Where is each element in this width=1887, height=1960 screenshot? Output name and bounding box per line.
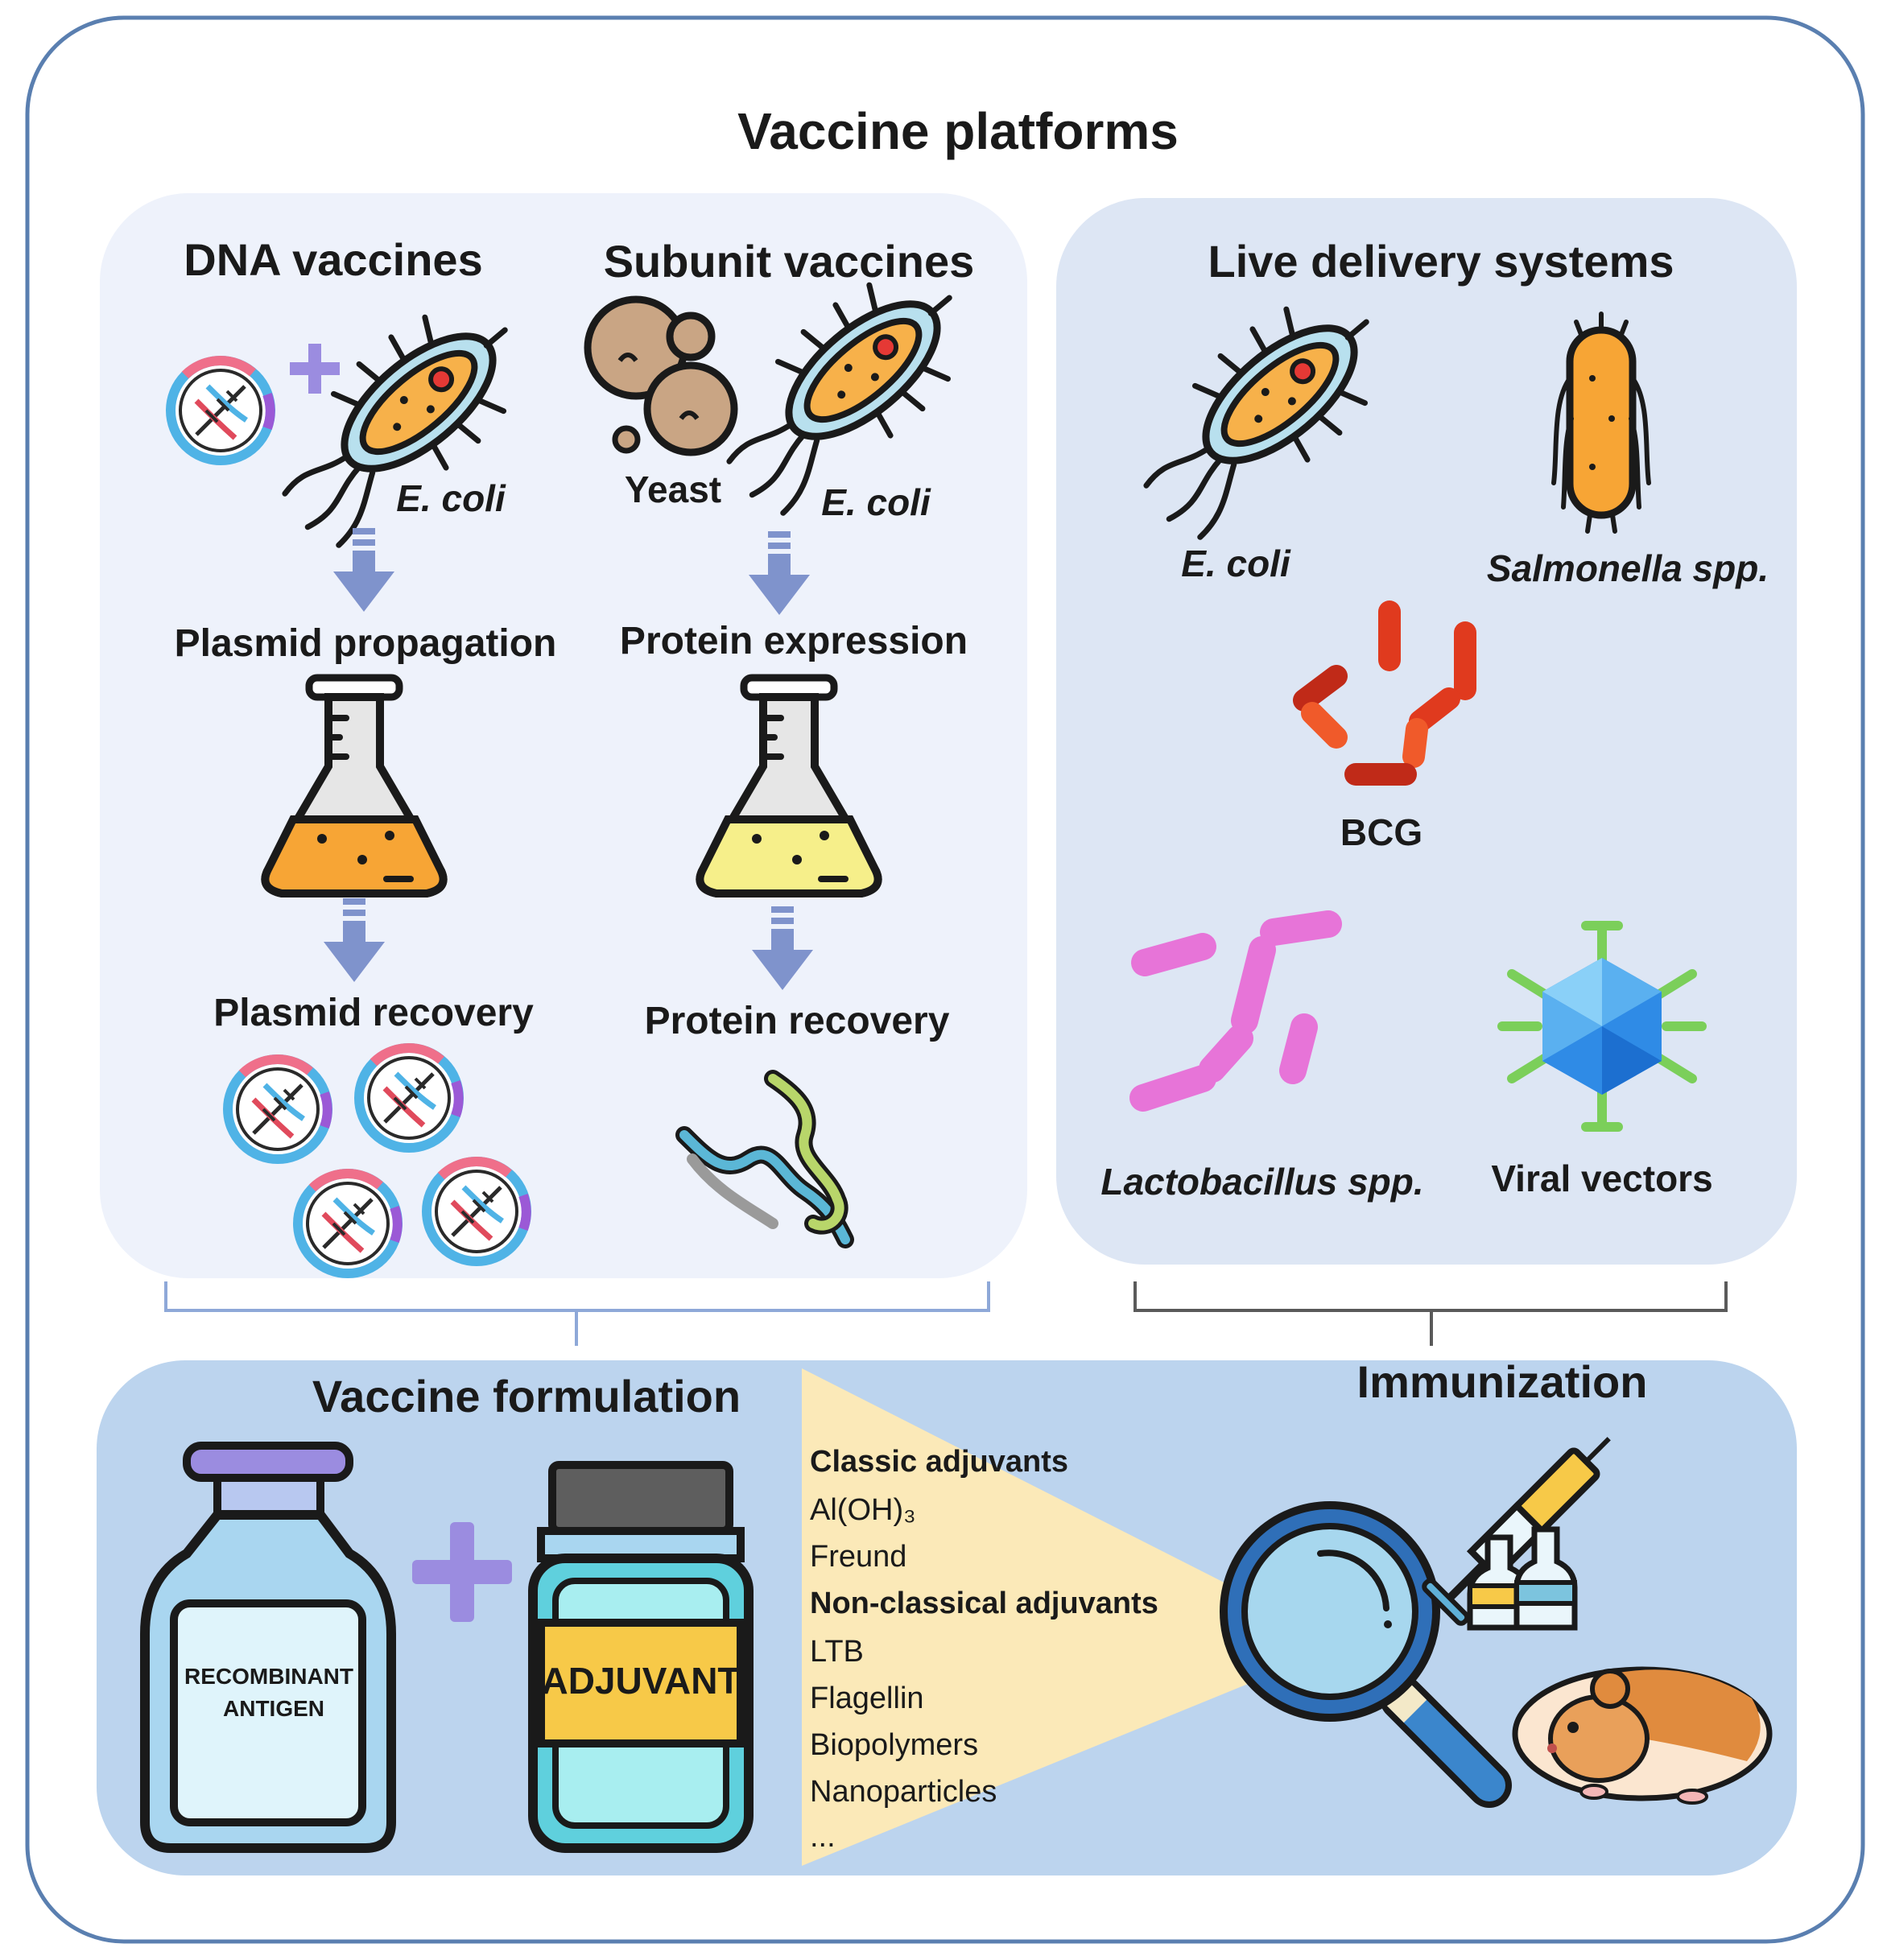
viral-vectors-label: Viral vectors [1491,1157,1712,1199]
subunit-e-coli-label: E. coli [821,481,931,523]
antigen-label-line2: ANTIGEN [223,1696,324,1721]
viral-vector-icon [1497,921,1707,1132]
hamster-icon [1512,1666,1773,1805]
plus-icon [412,1522,512,1622]
vaccine-formulation-heading: Vaccine formulation [312,1371,741,1422]
magnifying-glass-icon [1220,1501,1512,1808]
ellipsis: ... [810,1820,836,1854]
nonclassical-adjuvants-heading: Non-classical adjuvants [810,1587,1158,1620]
plasmid-propagation-label: Plasmid propagation [175,622,557,665]
yellow-flask-icon [700,678,877,897]
syringe-vials-icon [1422,1437,1611,1631]
nonclassical-adjuvant-item: Biopolymers [810,1728,978,1762]
antigen-label-line1: RECOMBINANT [184,1664,353,1689]
classic-adjuvants-heading: Classic adjuvants [810,1445,1068,1479]
nonclassical-adjuvant-item: Flagellin [810,1681,924,1715]
lactobacillus-label: Lactobacillus spp. [1100,1161,1423,1203]
plus-icon [290,344,340,394]
left-brace [164,1281,990,1346]
live-e-coli-label: E. coli [1181,543,1291,584]
dna-vaccines-heading: DNA vaccines [184,234,482,285]
lactobacillus-icon [1129,910,1342,1112]
yeast-icon [584,295,738,456]
right-brace [1133,1281,1728,1346]
immunization-heading: Immunization [1357,1356,1648,1407]
plasmid-icon [359,1048,459,1148]
nonclassical-adjuvant-item: LTB [810,1635,864,1669]
protein-recovery-label: Protein recovery [645,1000,950,1042]
protein-helix-icon [675,1070,854,1248]
plasmid-recovery-label: Plasmid recovery [213,992,534,1034]
plasmid-icon [427,1162,526,1261]
adjuvant-bottle-icon [528,1461,754,1853]
protein-expression-label: Protein expression [620,620,968,662]
plasmid-icon [171,361,270,460]
bcg-icon [1293,600,1476,786]
orange-flask-icon [265,678,443,897]
salmonella-label: Salmonella spp. [1487,547,1769,589]
adjuvant-label: ADJUVANT [541,1660,740,1702]
subunit-vaccines-heading: Subunit vaccines [604,236,975,287]
main-title: Vaccine platforms [737,102,1179,160]
bcg-label: BCG [1340,811,1422,853]
dna-e-coli-label: E. coli [396,477,506,519]
recombinant-antigen-bottle-icon [140,1442,396,1853]
plasmid-icon [298,1174,398,1273]
salmonella-icon [1551,312,1651,534]
classic-adjuvant-item: Al(OH)₃ [810,1493,916,1527]
yeast-label: Yeast [625,468,721,510]
live-delivery-heading: Live delivery systems [1208,236,1674,287]
classic-adjuvant-item: Freund [810,1540,906,1574]
adjuvant-list-cone [802,1368,1256,1866]
nonclassical-adjuvant-item: Nanoparticles [810,1775,997,1809]
plasmid-icon [228,1059,328,1159]
